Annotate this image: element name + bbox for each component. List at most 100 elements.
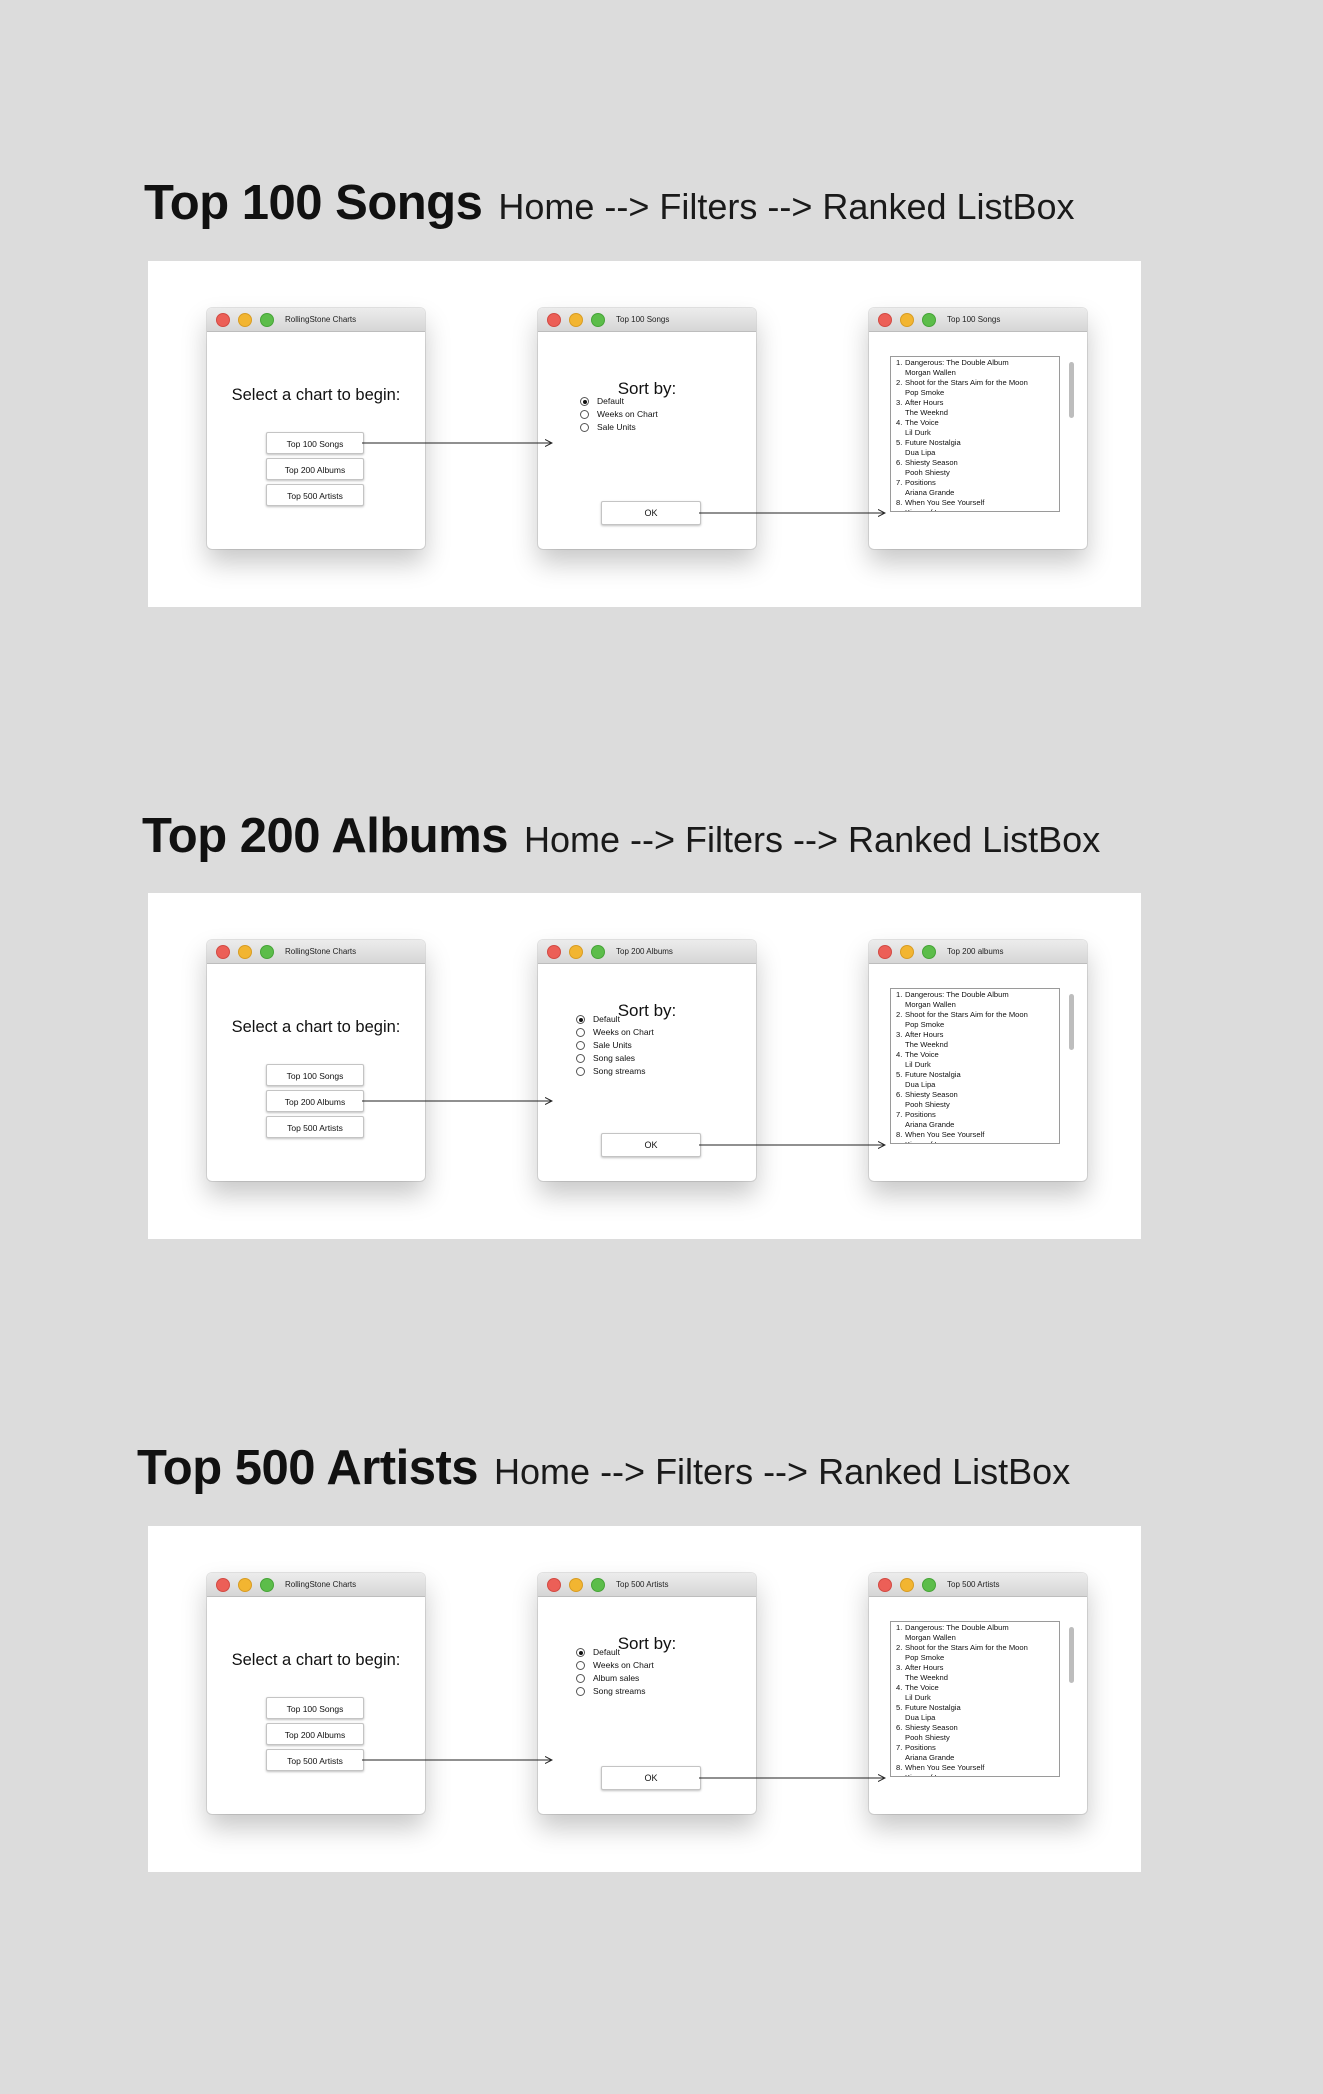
zoom-icon[interactable] <box>922 1578 936 1592</box>
window-titlebar[interactable]: Top 200 albums <box>869 940 1087 964</box>
window-titlebar[interactable]: Top 500 Artists <box>538 1573 756 1597</box>
list-item[interactable]: Kings of Leon <box>891 508 1059 511</box>
minimize-icon[interactable] <box>238 313 252 327</box>
scrollbar[interactable] <box>1069 994 1074 1050</box>
radio-icon[interactable] <box>580 397 589 406</box>
radio-icon[interactable] <box>576 1674 585 1683</box>
sort-option[interactable]: Album sales <box>576 1673 639 1683</box>
minimize-icon[interactable] <box>238 1578 252 1592</box>
top-200-albums-button[interactable]: Top 200 Albums <box>266 1090 364 1112</box>
sort-option[interactable]: Weeks on Chart <box>580 409 658 419</box>
minimize-icon[interactable] <box>569 313 583 327</box>
list-item[interactable]: 3.After Hours <box>891 1030 1059 1040</box>
sort-option[interactable]: Sale Units <box>580 422 636 432</box>
window-titlebar[interactable]: Top 200 Albums <box>538 940 756 964</box>
radio-icon[interactable] <box>576 1015 585 1024</box>
list-item[interactable]: Ariana Grande <box>891 488 1059 498</box>
list-item[interactable]: Ariana Grande <box>891 1120 1059 1130</box>
list-item[interactable]: Lil Durk <box>891 428 1059 438</box>
list-item[interactable]: Kings of Leon <box>891 1140 1059 1143</box>
list-item[interactable]: 5.Future Nostalgia <box>891 438 1059 448</box>
list-item[interactable]: 2.Shoot for the Stars Aim for the Moon <box>891 1010 1059 1020</box>
top-500-artists-button[interactable]: Top 500 Artists <box>266 1749 364 1771</box>
radio-icon[interactable] <box>576 1067 585 1076</box>
list-item[interactable]: 7.Positions <box>891 1110 1059 1120</box>
list-item[interactable]: 1.Dangerous: The Double Album <box>891 1623 1059 1633</box>
minimize-icon[interactable] <box>238 945 252 959</box>
list-item[interactable]: Dua Lipa <box>891 1080 1059 1090</box>
list-item[interactable]: Kings of Leon <box>891 1773 1059 1776</box>
scrollbar[interactable] <box>1069 1627 1074 1683</box>
minimize-icon[interactable] <box>569 945 583 959</box>
list-item[interactable]: 7.Positions <box>891 1743 1059 1753</box>
list-item[interactable]: 3.After Hours <box>891 398 1059 408</box>
top-200-albums-button[interactable]: Top 200 Albums <box>266 1723 364 1745</box>
window-titlebar[interactable]: RollingStone Charts <box>207 940 425 964</box>
list-item[interactable]: Pooh Shiesty <box>891 1733 1059 1743</box>
list-item[interactable]: Morgan Wallen <box>891 1000 1059 1010</box>
minimize-icon[interactable] <box>900 945 914 959</box>
list-item[interactable]: 5.Future Nostalgia <box>891 1703 1059 1713</box>
minimize-icon[interactable] <box>569 1578 583 1592</box>
list-item[interactable]: 4.The Voice <box>891 1683 1059 1693</box>
top-500-artists-button[interactable]: Top 500 Artists <box>266 484 364 506</box>
sort-option[interactable]: Weeks on Chart <box>576 1660 654 1670</box>
list-item[interactable]: 5.Future Nostalgia <box>891 1070 1059 1080</box>
list-item[interactable]: 8.When You See Yourself <box>891 498 1059 508</box>
radio-icon[interactable] <box>576 1054 585 1063</box>
list-item[interactable]: Pop Smoke <box>891 1653 1059 1663</box>
list-item[interactable]: 1.Dangerous: The Double Album <box>891 990 1059 1000</box>
list-item[interactable]: The Weeknd <box>891 408 1059 418</box>
close-icon[interactable] <box>878 945 892 959</box>
list-item[interactable]: 2.Shoot for the Stars Aim for the Moon <box>891 1643 1059 1653</box>
list-item[interactable]: Pooh Shiesty <box>891 1100 1059 1110</box>
list-item[interactable]: 3.After Hours <box>891 1663 1059 1673</box>
list-item[interactable]: 7.Positions <box>891 478 1059 488</box>
top-200-albums-button[interactable]: Top 200 Albums <box>266 458 364 480</box>
radio-icon[interactable] <box>576 1648 585 1657</box>
zoom-icon[interactable] <box>922 313 936 327</box>
close-icon[interactable] <box>547 313 561 327</box>
window-titlebar[interactable]: RollingStone Charts <box>207 1573 425 1597</box>
top-100-songs-button[interactable]: Top 100 Songs <box>266 1064 364 1086</box>
list-item[interactable]: Lil Durk <box>891 1693 1059 1703</box>
radio-icon[interactable] <box>576 1041 585 1050</box>
zoom-icon[interactable] <box>591 313 605 327</box>
close-icon[interactable] <box>878 1578 892 1592</box>
close-icon[interactable] <box>216 313 230 327</box>
sort-option[interactable]: Default <box>576 1014 620 1024</box>
zoom-icon[interactable] <box>922 945 936 959</box>
list-item[interactable]: Dua Lipa <box>891 1713 1059 1723</box>
sort-option[interactable]: Default <box>576 1647 620 1657</box>
window-titlebar[interactable]: RollingStone Charts <box>207 308 425 332</box>
list-item[interactable]: 6.Shiesty Season <box>891 458 1059 468</box>
window-titlebar[interactable]: Top 100 Songs <box>869 308 1087 332</box>
close-icon[interactable] <box>547 1578 561 1592</box>
top-100-songs-button[interactable]: Top 100 Songs <box>266 1697 364 1719</box>
close-icon[interactable] <box>547 945 561 959</box>
radio-icon[interactable] <box>580 423 589 432</box>
zoom-icon[interactable] <box>591 1578 605 1592</box>
zoom-icon[interactable] <box>260 945 274 959</box>
radio-icon[interactable] <box>576 1028 585 1037</box>
list-item[interactable]: 1.Dangerous: The Double Album <box>891 358 1059 368</box>
top-100-songs-button[interactable]: Top 100 Songs <box>266 432 364 454</box>
top-500-artists-button[interactable]: Top 500 Artists <box>266 1116 364 1138</box>
list-item[interactable]: 6.Shiesty Season <box>891 1723 1059 1733</box>
ok-button[interactable]: OK <box>601 1133 701 1157</box>
sort-option[interactable]: Song sales <box>576 1053 635 1063</box>
radio-icon[interactable] <box>576 1661 585 1670</box>
list-item[interactable]: Pooh Shiesty <box>891 468 1059 478</box>
list-item[interactable]: Pop Smoke <box>891 388 1059 398</box>
list-item[interactable]: Lil Durk <box>891 1060 1059 1070</box>
radio-icon[interactable] <box>576 1687 585 1696</box>
list-item[interactable]: 8.When You See Yourself <box>891 1763 1059 1773</box>
zoom-icon[interactable] <box>260 1578 274 1592</box>
ok-button[interactable]: OK <box>601 501 701 525</box>
list-item[interactable]: Morgan Wallen <box>891 1633 1059 1643</box>
sort-option[interactable]: Weeks on Chart <box>576 1027 654 1037</box>
list-item[interactable]: 2.Shoot for the Stars Aim for the Moon <box>891 378 1059 388</box>
close-icon[interactable] <box>216 1578 230 1592</box>
